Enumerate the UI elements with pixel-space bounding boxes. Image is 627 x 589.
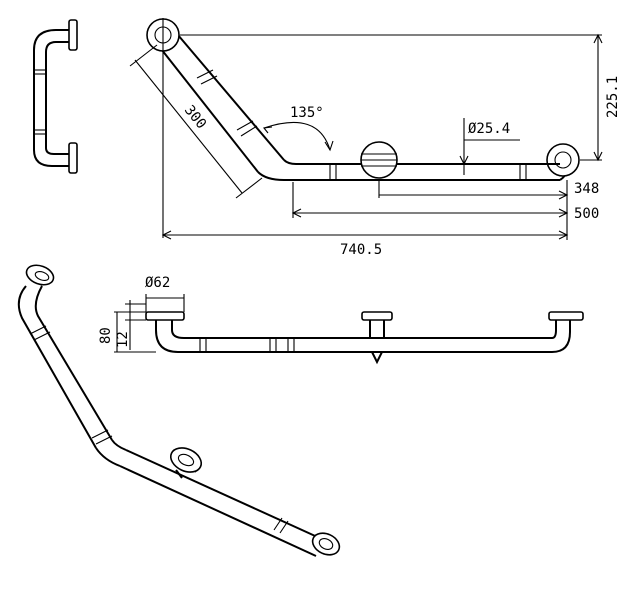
dim-flange-thickness: 12: [115, 331, 131, 348]
plan-view: [129, 18, 603, 240]
dim-tube-diameter: Ø25.4: [468, 121, 510, 137]
side-view: [33, 19, 78, 174]
dim-flange-diameter: Ø62: [145, 275, 170, 291]
dim-height: 225.1: [605, 76, 621, 118]
dim-span-348: 348: [574, 181, 599, 197]
dim-projection: 80: [98, 327, 114, 344]
dim-span-500: 500: [574, 206, 599, 222]
dim-arm-length: 300: [181, 102, 209, 132]
isometric-view: [17, 264, 341, 557]
dim-angle: 135°: [290, 105, 324, 121]
front-view: [114, 294, 584, 365]
dim-overall-length: 740.5: [340, 242, 382, 258]
